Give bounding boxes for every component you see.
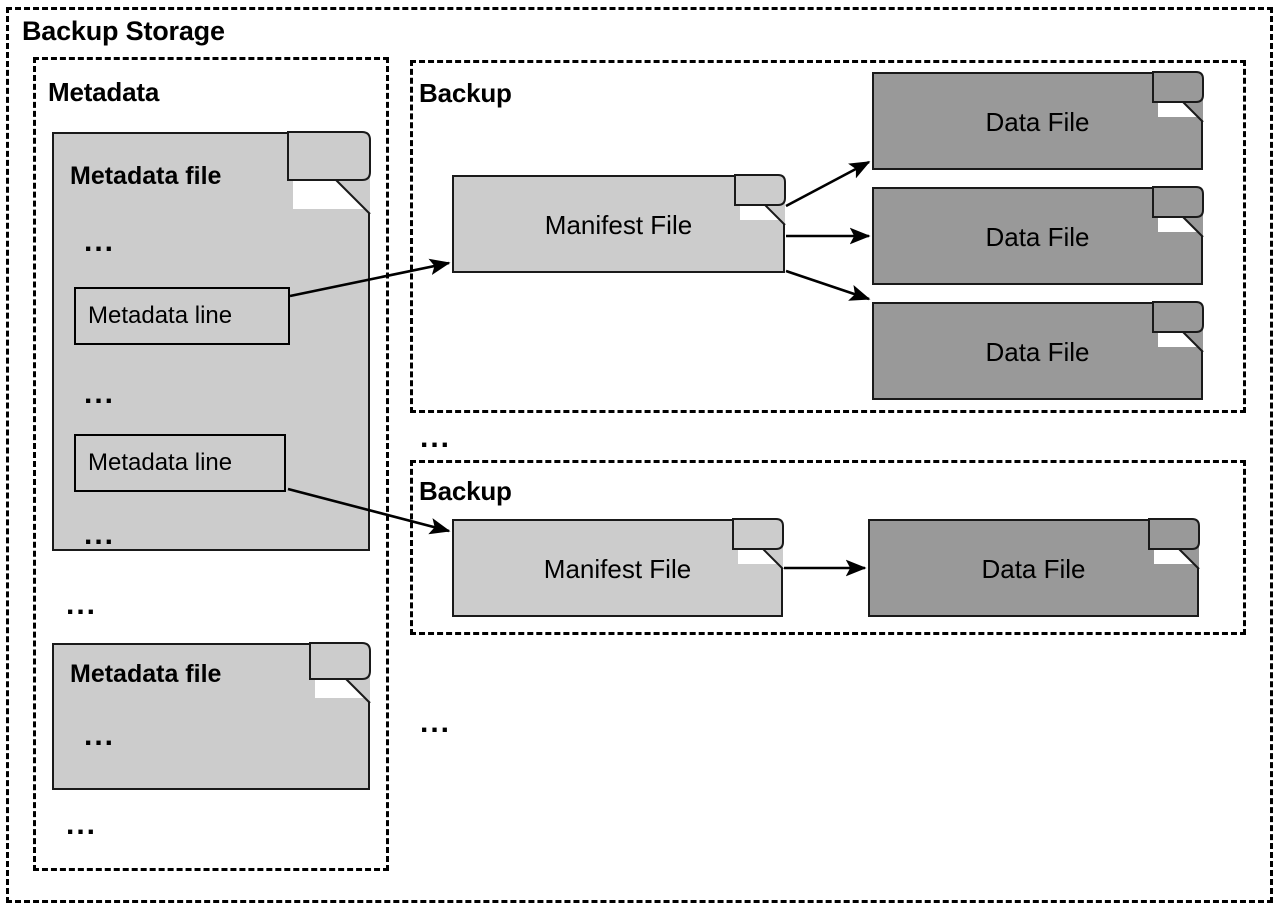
metadata-line-1[interactable]: Metadata line bbox=[74, 287, 290, 345]
backups-ellipsis-between: ... bbox=[420, 421, 452, 454]
manifest-file-1-fold-icon bbox=[734, 174, 786, 226]
backups-ellipsis-end: ... bbox=[420, 706, 452, 739]
backup-1-section-title: Backup bbox=[419, 78, 512, 108]
metadata-file-1-ellipsis-top: ... bbox=[84, 225, 116, 258]
backup-storage-container bbox=[6, 7, 1273, 903]
metadata-file-1[interactable]: Metadata file ... Metadata line ... Meta… bbox=[52, 131, 371, 551]
backup-container-1 bbox=[410, 60, 1246, 413]
data-file-3-body bbox=[872, 302, 1203, 400]
manifest-file-1-body bbox=[452, 175, 785, 273]
data-file-1-fold-icon bbox=[1152, 71, 1204, 123]
data-file-4-fold-icon bbox=[1148, 518, 1200, 570]
metadata-line-2[interactable]: Metadata line bbox=[74, 434, 286, 492]
backup-2-section-title: Backup bbox=[419, 476, 512, 506]
metadata-line-1-label: Metadata line bbox=[88, 302, 233, 329]
metadata-line-2-label: Metadata line bbox=[88, 449, 233, 476]
backup-container-2 bbox=[410, 460, 1246, 635]
data-file-4-label: Data File bbox=[981, 554, 1086, 584]
manifest-file-1[interactable]: Manifest File bbox=[452, 174, 786, 273]
data-file-3-fold-icon bbox=[1152, 301, 1204, 353]
metadata-file-1-fold-icon bbox=[287, 131, 371, 215]
metadata-ellipsis-end: ... bbox=[66, 808, 98, 841]
manifest-file-2-body bbox=[452, 519, 783, 617]
data-file-3[interactable]: Data File bbox=[872, 301, 1204, 400]
data-file-3-label: Data File bbox=[985, 337, 1090, 367]
manifest-file-2-label: Manifest File bbox=[543, 554, 692, 584]
manifest-file-2-fold-icon bbox=[732, 518, 784, 570]
metadata-section-title: Metadata bbox=[48, 77, 160, 107]
data-file-4-body bbox=[868, 519, 1199, 617]
data-file-1-label: Data File bbox=[985, 107, 1090, 137]
metadata-ellipsis-between-files: ... bbox=[66, 588, 98, 621]
metadata-file-2-ellipsis: ... bbox=[84, 719, 116, 752]
data-file-1[interactable]: Data File bbox=[872, 71, 1204, 170]
manifest-file-2[interactable]: Manifest File bbox=[452, 518, 784, 617]
data-file-2-label: Data File bbox=[985, 222, 1090, 252]
metadata-container bbox=[33, 57, 389, 871]
data-file-1-body bbox=[872, 72, 1203, 170]
metadata-file-1-ellipsis-bottom: ... bbox=[84, 518, 116, 551]
metadata-file-2[interactable]: Metadata file ... bbox=[52, 642, 371, 790]
data-file-2[interactable]: Data File bbox=[872, 186, 1204, 285]
metadata-file-1-ellipsis-mid: ... bbox=[84, 377, 116, 410]
data-file-4[interactable]: Data File bbox=[868, 518, 1200, 617]
data-file-2-fold-icon bbox=[1152, 186, 1204, 238]
manifest-file-1-label: Manifest File bbox=[544, 210, 693, 240]
metadata-file-2-body bbox=[52, 643, 370, 790]
metadata-file-2-fold-icon bbox=[309, 642, 371, 704]
data-file-2-body bbox=[872, 187, 1203, 285]
backup-storage-title: Backup Storage bbox=[22, 16, 225, 46]
metadata-file-2-title: Metadata file bbox=[70, 660, 222, 688]
metadata-file-1-title: Metadata file bbox=[70, 162, 222, 190]
